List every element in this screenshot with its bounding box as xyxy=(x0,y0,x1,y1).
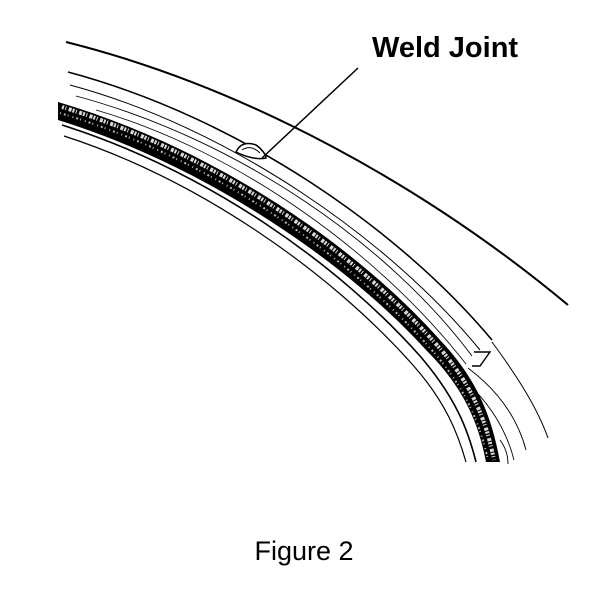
figure-caption: Figure 2 xyxy=(254,536,354,566)
callout-leader xyxy=(261,67,359,159)
sweep-line-1 xyxy=(491,341,549,439)
lining-line-2 xyxy=(63,135,467,463)
weatherstrip-texture-2 xyxy=(59,112,489,461)
lining-line-1 xyxy=(61,124,477,463)
weatherstrip-seal xyxy=(58,102,500,462)
lower-sweep-1 xyxy=(499,439,509,465)
outer-panel-edge xyxy=(65,41,569,306)
sweep-line-2 xyxy=(467,367,527,451)
weld-bead xyxy=(235,142,267,160)
weld-bead-inner xyxy=(241,147,261,154)
flange-lip xyxy=(472,351,492,367)
weld-joint-label: Weld Joint xyxy=(372,32,519,64)
trim-line-upper xyxy=(67,71,493,341)
trim-line-3 xyxy=(75,95,473,357)
weatherstrip-texture xyxy=(61,105,496,461)
trim-line-4 xyxy=(95,109,467,365)
trim-line-2 xyxy=(69,84,481,351)
